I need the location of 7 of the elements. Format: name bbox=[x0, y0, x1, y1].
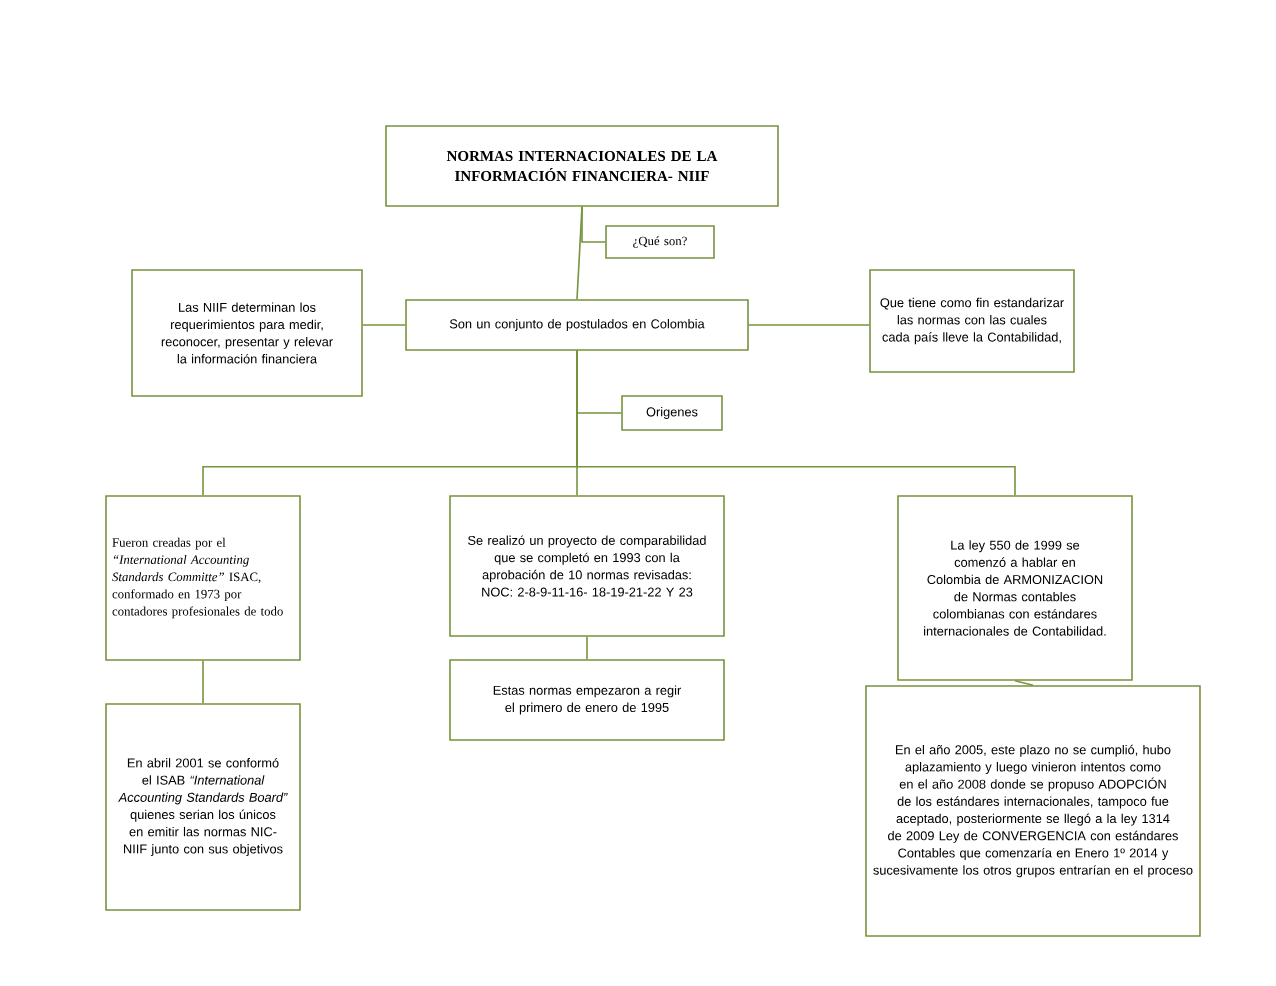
connector-line bbox=[586, 636, 588, 660]
connector-line bbox=[362, 324, 406, 326]
connector-line bbox=[581, 206, 606, 243]
connector-line bbox=[202, 660, 204, 704]
connector-line bbox=[1014, 680, 1034, 686]
connector-line bbox=[748, 324, 870, 326]
connector-line bbox=[576, 350, 1016, 496]
